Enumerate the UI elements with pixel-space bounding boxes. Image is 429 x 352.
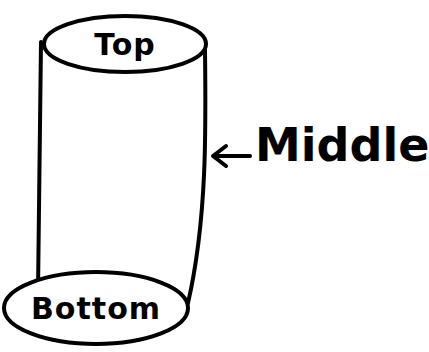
ellipse-shape [44,16,206,72]
ellipse-shape [4,272,188,344]
callout-label: Middle [255,118,429,172]
node-text: Top [94,27,156,62]
node-text: Bottom [31,291,161,326]
arrow-head [213,146,226,166]
leader-arrow [214,154,250,158]
ellipse-node: Bottom [2,270,190,346]
cylinder-side [38,42,41,292]
ellipse-node: Top [42,14,208,74]
cylinder-side [188,50,205,303]
